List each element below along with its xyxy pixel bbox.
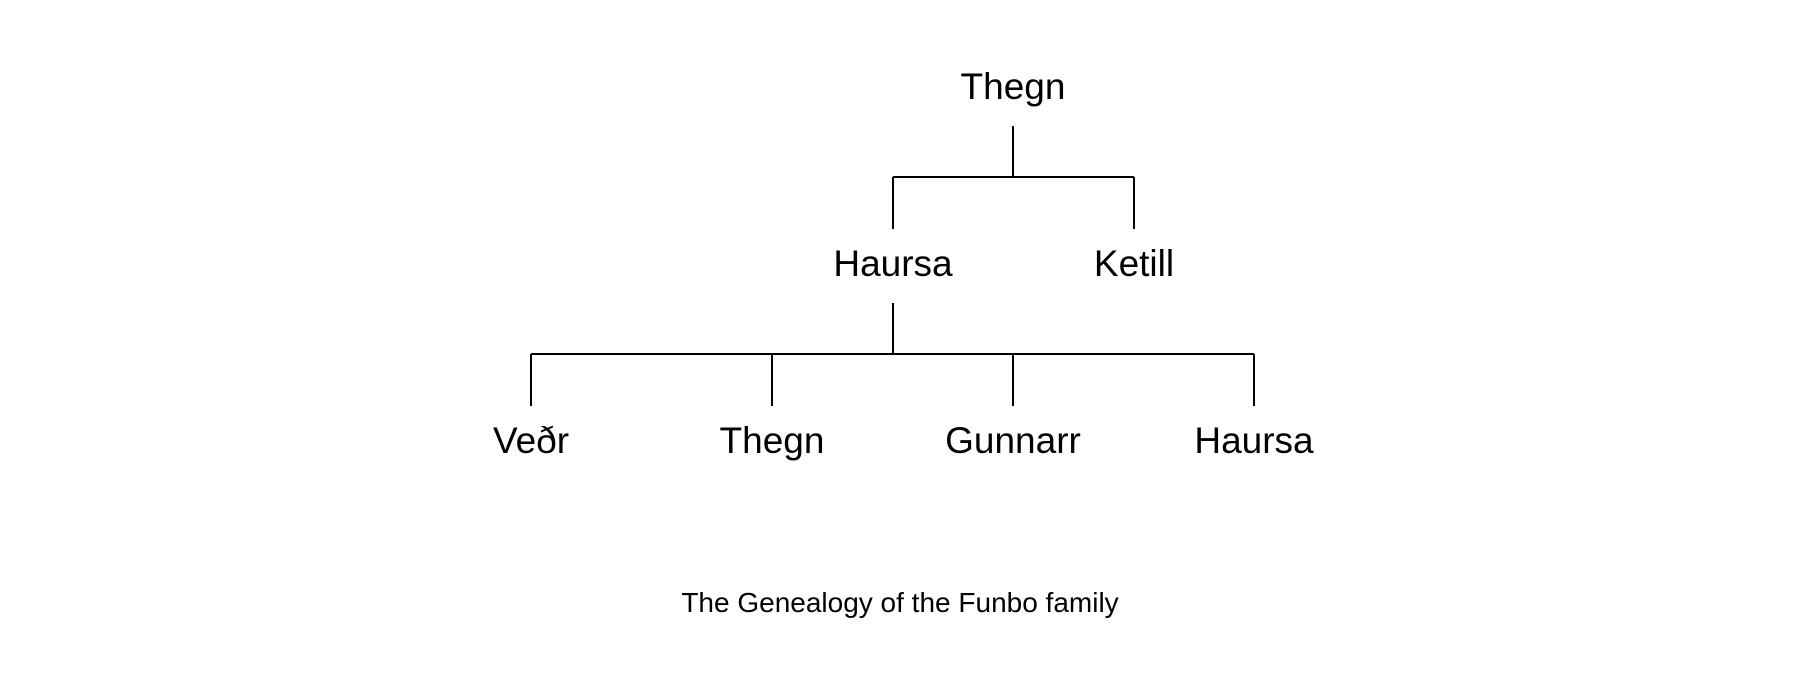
person-node-gen2-2: Ketill xyxy=(1094,243,1174,284)
edge-root-to-generation-2 xyxy=(892,126,1135,229)
person-node-root: Thegn xyxy=(961,66,1066,107)
person-node-gen3-1: Veðr xyxy=(493,420,569,461)
person-node-gen3-4: Haursa xyxy=(1194,420,1314,461)
person-node-gen2-1: Haursa xyxy=(833,243,953,284)
person-node-gen3-3: Gunnarr xyxy=(945,420,1081,461)
edge-haursa-to-generation-3 xyxy=(530,303,1255,406)
diagram-caption: The Genealogy of the Funbo family xyxy=(681,587,1119,618)
person-node-gen3-2: Thegn xyxy=(720,420,825,461)
